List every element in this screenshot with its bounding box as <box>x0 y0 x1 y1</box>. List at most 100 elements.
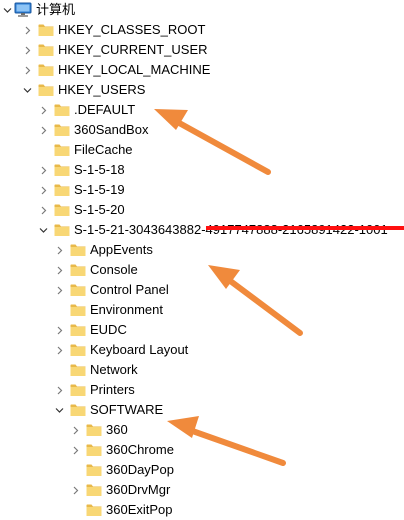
chevron-right-icon[interactable] <box>38 160 48 180</box>
chevron-right-icon[interactable] <box>54 380 64 400</box>
chevron-right-icon[interactable] <box>22 40 32 60</box>
chevron-down-icon[interactable] <box>54 400 64 420</box>
tree-item[interactable]: HKEY_LOCAL_MACHINE <box>0 60 404 80</box>
chevron-right-icon[interactable] <box>38 100 48 120</box>
tree-item-label: .DEFAULT <box>74 102 136 117</box>
folder-icon <box>70 263 86 277</box>
chevron-right-icon[interactable] <box>38 120 48 140</box>
tree-item[interactable]: Environment <box>0 300 404 320</box>
folder-icon <box>70 283 86 297</box>
folder-icon <box>86 463 102 477</box>
chevron-right-icon[interactable] <box>54 280 64 300</box>
tree-item[interactable]: 360DayPop <box>0 460 404 480</box>
tree-root-computer[interactable]: 计算机 <box>0 0 404 20</box>
folder-icon <box>70 363 86 377</box>
tree-item[interactable]: S-1-5-19 <box>0 180 404 200</box>
tree-item-label: Network <box>90 362 138 377</box>
folder-icon <box>86 503 102 517</box>
computer-icon <box>14 2 32 18</box>
tree-item[interactable]: 360ExitPop <box>0 500 404 520</box>
folder-icon <box>70 343 86 357</box>
tree-item-label: Console <box>90 262 138 277</box>
folder-icon <box>38 23 54 37</box>
tree-item-label: S-1-5-21-3043643882-4917747888-216589142… <box>74 220 388 240</box>
folder-icon <box>54 123 70 137</box>
folder-icon <box>54 103 70 117</box>
tree-item-label: S-1-5-20 <box>74 202 125 217</box>
tree-item[interactable]: 360Chrome <box>0 440 404 460</box>
chevron-right-icon[interactable] <box>70 480 80 500</box>
folder-icon <box>54 143 70 157</box>
tree-item-label: FileCache <box>74 142 133 157</box>
folder-icon <box>54 163 70 177</box>
tree-item-label: AppEvents <box>90 242 153 257</box>
tree-item-label: S-1-5-18 <box>74 162 125 177</box>
folder-icon <box>54 223 70 237</box>
folder-icon <box>54 203 70 217</box>
tree-item[interactable]: FileCache <box>0 140 404 160</box>
chevron-right-icon[interactable] <box>38 180 48 200</box>
chevron-right-icon[interactable] <box>70 420 80 440</box>
tree-spacer <box>70 500 80 520</box>
tree-spacer <box>38 140 48 160</box>
folder-icon <box>38 43 54 57</box>
tree-item[interactable]: Control Panel <box>0 280 404 300</box>
tree-item[interactable]: S-1-5-21-3043643882-4917747888-216589142… <box>0 220 404 240</box>
folder-icon <box>70 243 86 257</box>
tree-item[interactable]: Printers <box>0 380 404 400</box>
tree-item-label: Environment <box>90 302 163 317</box>
tree-item[interactable]: Console <box>0 260 404 280</box>
chevron-right-icon[interactable] <box>54 340 64 360</box>
tree-item-label: HKEY_CLASSES_ROOT <box>58 22 206 37</box>
chevron-right-icon[interactable] <box>54 260 64 280</box>
tree-root-label: 计算机 <box>36 2 76 17</box>
tree-spacer <box>70 460 80 480</box>
folder-icon <box>38 63 54 77</box>
chevron-right-icon[interactable] <box>38 200 48 220</box>
tree-item-label: 360DayPop <box>106 462 174 477</box>
tree-item[interactable]: EUDC <box>0 320 404 340</box>
folder-icon <box>70 403 86 417</box>
chevron-down-icon[interactable] <box>22 80 32 100</box>
folder-icon <box>38 83 54 97</box>
tree-item[interactable]: 360 <box>0 420 404 440</box>
folder-icon <box>86 443 102 457</box>
tree-item[interactable]: 360DrvMgr <box>0 480 404 500</box>
tree-item-label: Printers <box>90 382 135 397</box>
tree-item[interactable]: AppEvents <box>0 240 404 260</box>
tree-item[interactable]: SOFTWARE <box>0 400 404 420</box>
tree-item[interactable]: Keyboard Layout <box>0 340 404 360</box>
folder-icon <box>54 183 70 197</box>
tree-item[interactable]: HKEY_USERS <box>0 80 404 100</box>
tree-item-label: 360DrvMgr <box>106 482 171 497</box>
tree-item-label: 360SandBox <box>74 122 149 137</box>
redaction-line <box>206 226 404 230</box>
chevron-down-icon[interactable] <box>38 220 48 240</box>
tree-item-label: HKEY_LOCAL_MACHINE <box>58 62 211 77</box>
tree-item[interactable]: 360SandBox <box>0 120 404 140</box>
tree-item[interactable]: HKEY_CURRENT_USER <box>0 40 404 60</box>
chevron-right-icon[interactable] <box>22 60 32 80</box>
tree-item-label: Control Panel <box>90 282 169 297</box>
tree-item[interactable]: S-1-5-18 <box>0 160 404 180</box>
chevron-down-icon[interactable] <box>2 0 12 20</box>
tree-item[interactable]: .DEFAULT <box>0 100 404 120</box>
tree-item-label: EUDC <box>90 322 127 337</box>
folder-icon <box>70 323 86 337</box>
folder-icon <box>86 423 102 437</box>
tree-spacer <box>54 360 64 380</box>
chevron-right-icon[interactable] <box>54 320 64 340</box>
tree-item[interactable]: S-1-5-20 <box>0 200 404 220</box>
tree-item-label: 360Chrome <box>106 442 174 457</box>
tree-item[interactable]: HKEY_CLASSES_ROOT <box>0 20 404 40</box>
chevron-right-icon[interactable] <box>54 240 64 260</box>
tree-item-label: SOFTWARE <box>90 402 164 417</box>
tree-item-label: Keyboard Layout <box>90 342 189 357</box>
tree-item-label: HKEY_USERS <box>58 82 146 97</box>
tree-item-label: S-1-5-19 <box>74 182 125 197</box>
folder-icon <box>70 303 86 317</box>
tree-item[interactable]: Network <box>0 360 404 380</box>
chevron-right-icon[interactable] <box>22 20 32 40</box>
chevron-right-icon[interactable] <box>70 440 80 460</box>
